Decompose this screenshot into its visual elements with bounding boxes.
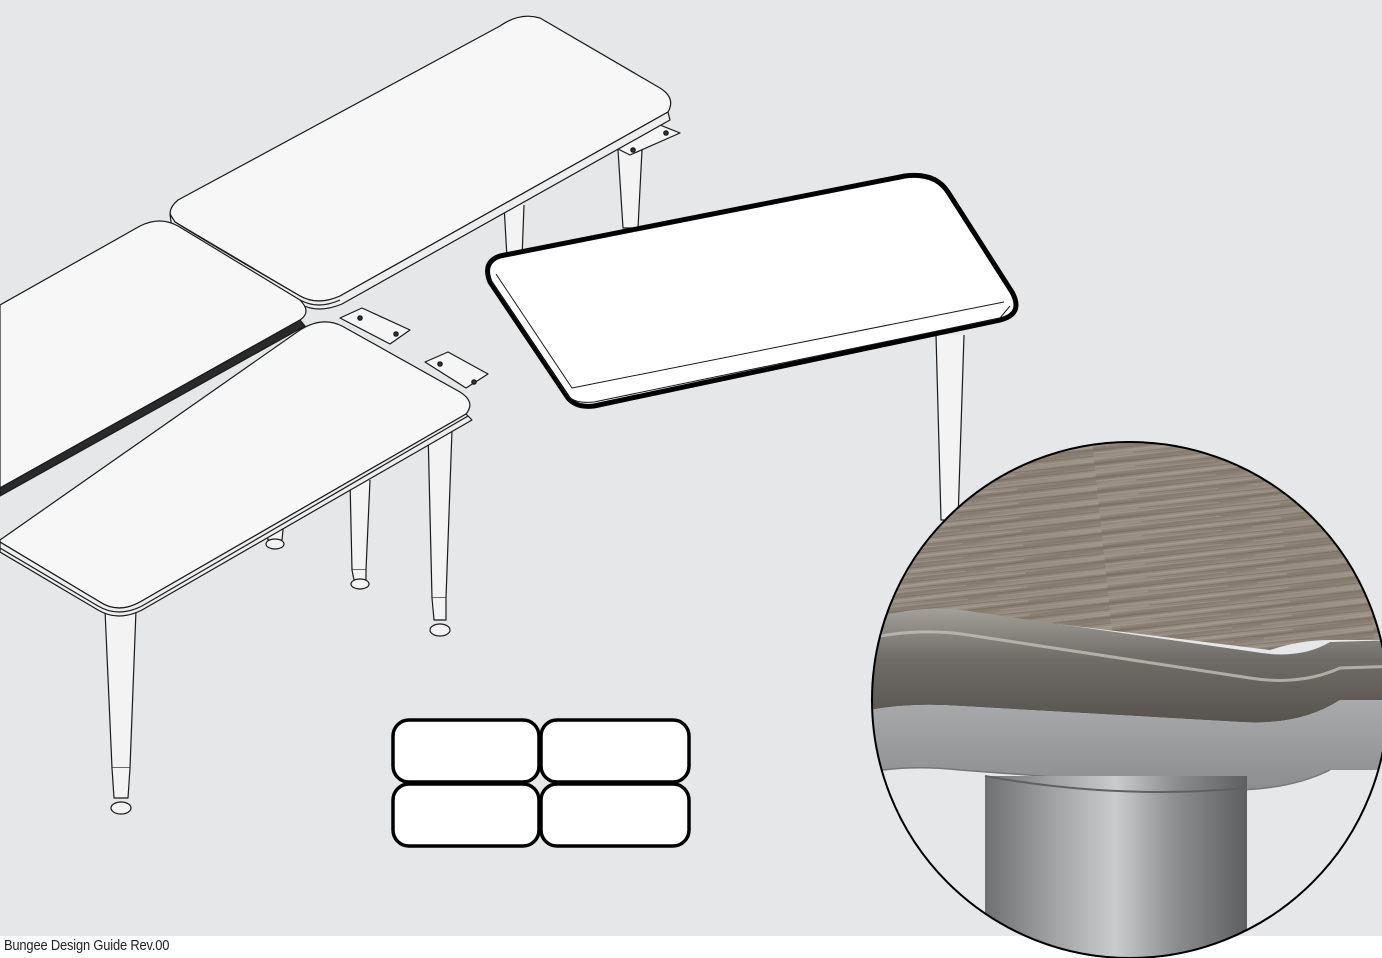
back-table	[169, 15, 681, 310]
wood-surface	[872, 442, 1382, 650]
top-view-tile-3	[391, 782, 541, 848]
edge-band	[872, 608, 1382, 723]
metal-apron	[872, 700, 1382, 790]
top-view-tile-1	[391, 718, 541, 784]
highlighted-table	[485, 172, 1019, 521]
top-view-tile-2	[539, 718, 691, 784]
front-table-leg-back-1	[349, 479, 371, 571]
top-view-tile-4	[539, 782, 691, 848]
front-table-bracket-2	[424, 351, 489, 389]
front-table	[0, 307, 489, 815]
detail-circle-outline	[871, 441, 1382, 958]
edge-detail-callout	[871, 441, 1382, 958]
left-table-top	[0, 220, 307, 489]
highlighted-table-top	[485, 172, 1019, 409]
document-caption: Bungee Design Guide Rev.00	[4, 937, 170, 954]
top-view-layout	[391, 718, 691, 848]
metal-leg	[985, 776, 1247, 958]
